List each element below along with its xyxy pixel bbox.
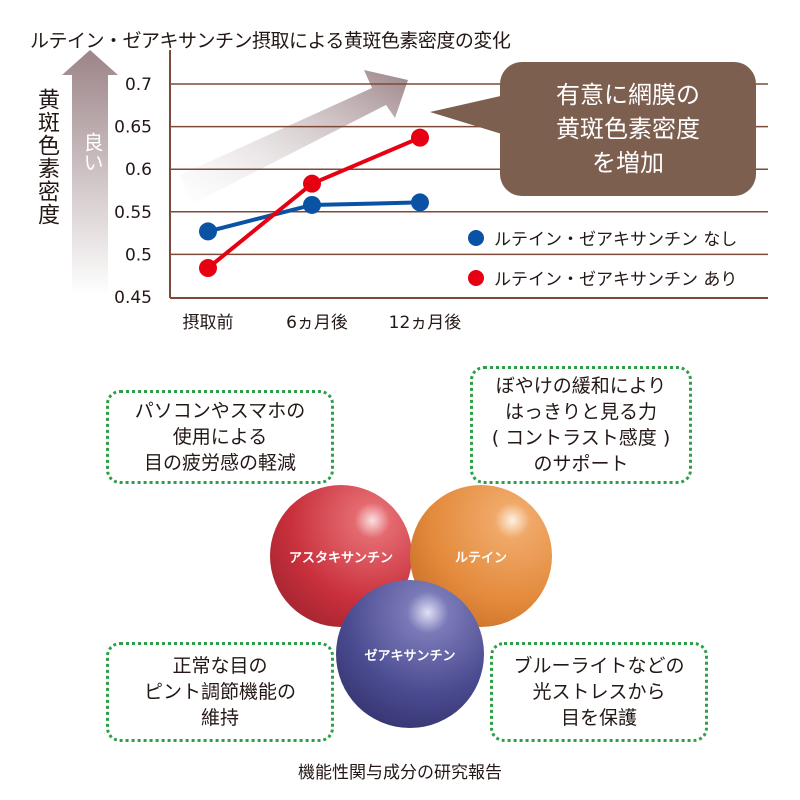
data-point xyxy=(411,193,429,212)
caption: 機能性関与成分の研究報告 xyxy=(298,763,502,783)
better-arrow-icon xyxy=(62,50,118,295)
y-tick-label: 0.65 xyxy=(114,118,152,138)
legend-item-without: ルテイン・ゼアキサンチン なし xyxy=(468,225,737,250)
y-tick-label: 0.55 xyxy=(114,203,152,223)
callout-box: 有意に網膜の 黄斑色素密度 を増加 xyxy=(500,62,756,196)
y-tick-label: 0.45 xyxy=(114,288,152,308)
y-tick-label: 0.7 xyxy=(125,75,152,95)
chart-title: ルテイン・ゼアキサンチン摂取による黄斑色素密度の変化 xyxy=(30,30,511,52)
legend-label: ルテイン・ゼアキサンチン あり xyxy=(494,270,738,290)
benefit-box: ぼやけの緩和により はっきりと見る力 ( コントラスト感度 ) のサポート xyxy=(470,366,692,484)
data-point xyxy=(199,222,217,241)
trend-arrow-icon xyxy=(180,70,408,205)
benefit-box: ブルーライトなどの 光ストレスから 目を保護 xyxy=(490,642,708,742)
data-point xyxy=(199,259,217,278)
legend-item-with: ルテイン・ゼアキサンチン あり xyxy=(468,265,737,290)
data-point xyxy=(411,128,429,147)
y-tick-label: 0.6 xyxy=(125,160,152,180)
y-axis-label: 黄斑色素密度 xyxy=(34,88,59,226)
callout-pointer xyxy=(430,95,505,135)
legend-dot-blue xyxy=(468,229,484,246)
benefit-box: 正常な目の ピント調節機能の 維持 xyxy=(106,642,334,742)
better-label: 良い xyxy=(80,132,104,172)
data-point xyxy=(303,195,321,214)
x-tick-label: 摂取前 xyxy=(183,313,234,333)
x-tick-label: 6ヵ月後 xyxy=(286,313,348,333)
y-tick-label: 0.5 xyxy=(125,245,152,265)
data-point xyxy=(303,174,321,193)
legend-label: ルテイン・ゼアキサンチン なし xyxy=(494,230,738,250)
benefit-box: パソコンやスマホの 使用による 目の疲労感の軽減 xyxy=(106,390,334,484)
sphere-zeaxanthin: ゼアキサンチン xyxy=(336,580,484,728)
legend-dot-red xyxy=(468,269,484,286)
x-tick-label: 12ヵ月後 xyxy=(389,313,462,333)
